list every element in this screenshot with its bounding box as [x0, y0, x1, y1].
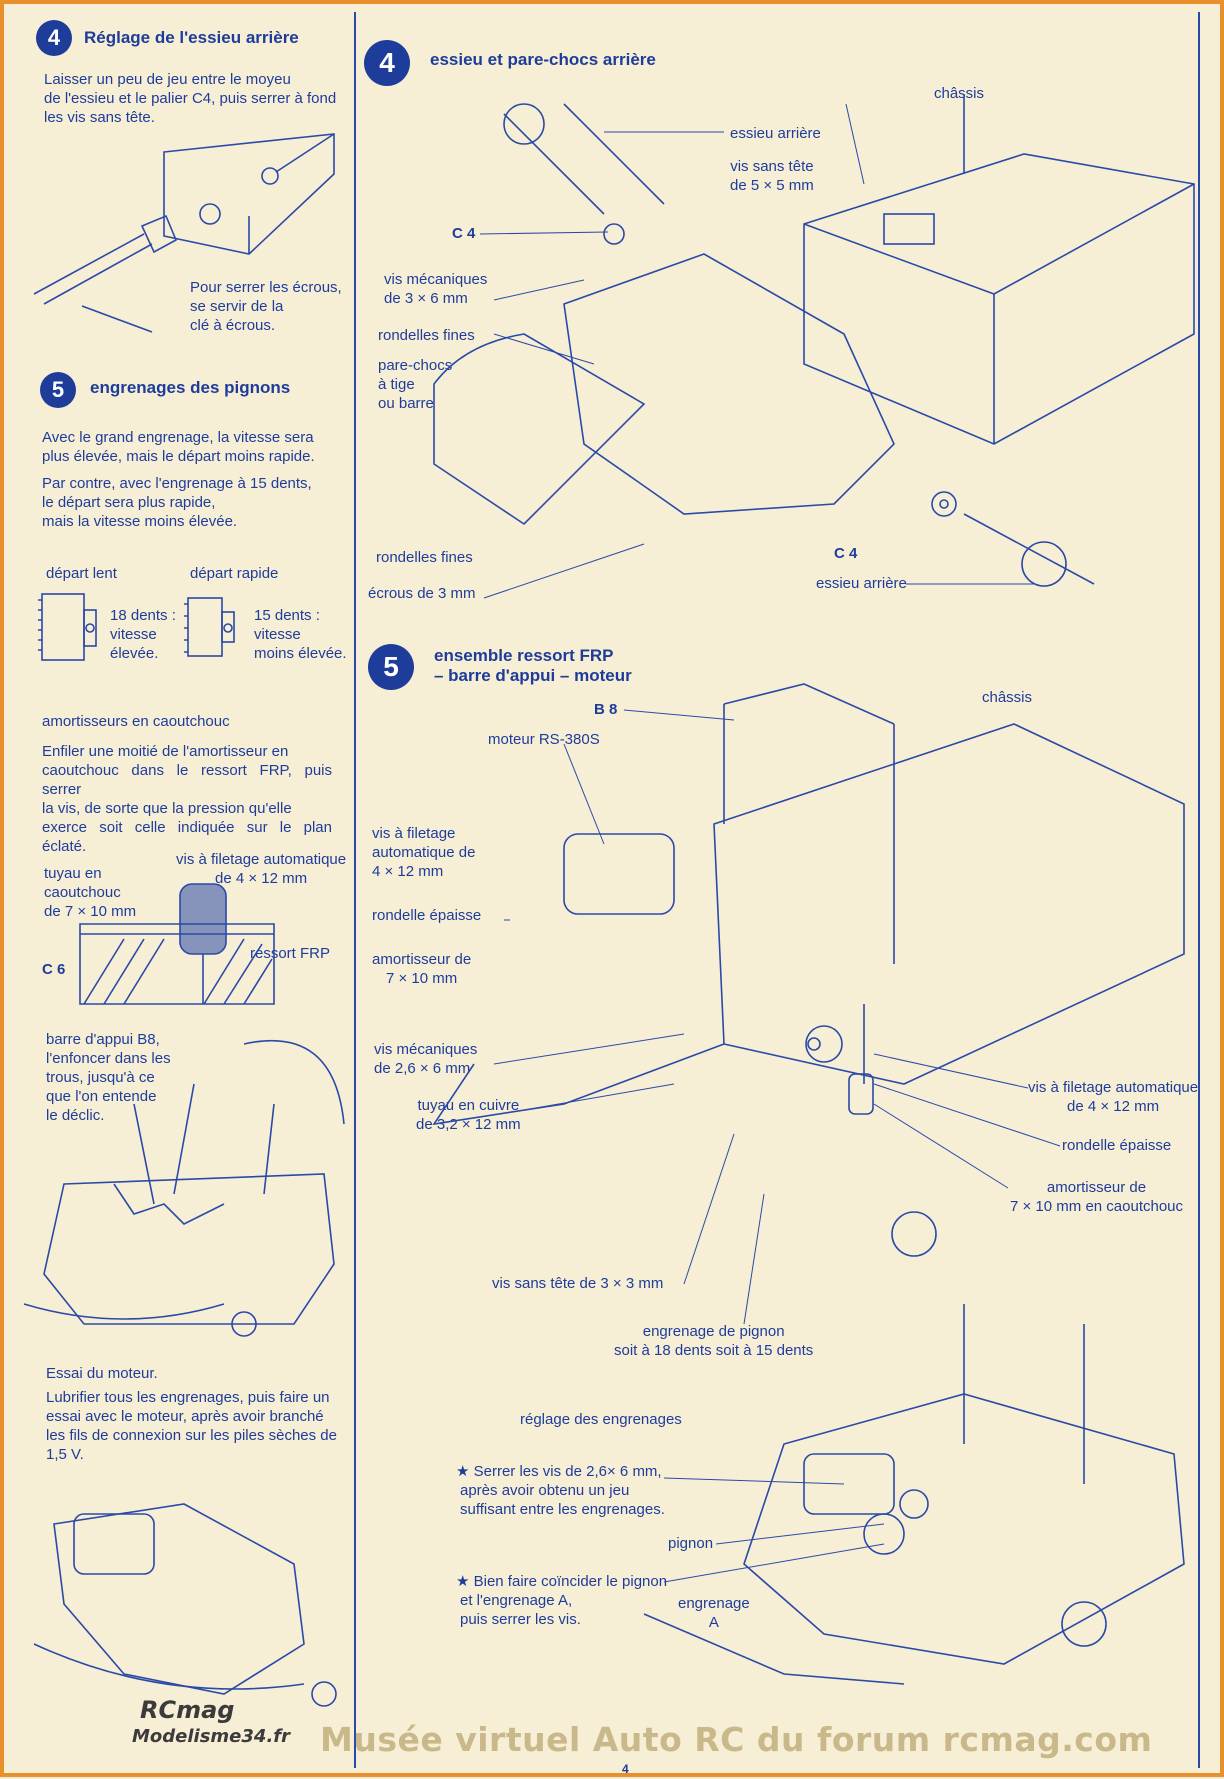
setscrew-3x3-label: vis sans tête de 3 × 3 mm	[492, 1275, 664, 1292]
gear-note-1: ★ Serrer les vis de 2,6× 6 mm,après avoi…	[456, 1463, 665, 1518]
rear-gearbox-drawing	[433, 103, 1095, 587]
gear-text-2: Par contre, avec l'engrenage à 15 dents,…	[42, 475, 312, 530]
step-4-badge: 4	[36, 20, 72, 56]
thin-washers-label-1: rondelles fines	[378, 327, 475, 344]
rcmag-logo: RCmag	[140, 1696, 235, 1724]
assembly-illustrations	[23, 94, 1195, 1707]
damper-title: amortisseurs en caoutchouc	[42, 713, 230, 730]
motor-test-body: Lubrifier tous les engrenages, puis fair…	[46, 1389, 337, 1463]
step-5-title: engrenages des pignons	[90, 378, 291, 397]
right-step-4-badge: 4	[364, 40, 410, 86]
gear-adjust-title: réglage des engrenages	[520, 1411, 682, 1428]
wrench-illustration	[33, 133, 335, 333]
c4-label-bottom: C 4	[834, 545, 858, 562]
motor-label: moteur RS-380S	[488, 731, 600, 748]
c6-label: C 6	[42, 961, 66, 978]
chassis-box-drawing	[803, 94, 1195, 445]
step-4-title: Réglage de l'essieu arrière	[84, 28, 299, 47]
rear-axle-label-bottom: essieu arrière	[816, 575, 907, 592]
gear-15-drawing	[184, 597, 235, 657]
frp-spring-label: ressort FRP	[250, 945, 331, 962]
motor-test-drawing	[33, 1503, 337, 1707]
right-step-4-title: essieu et pare-chocs arrière	[430, 50, 656, 69]
b8-insert-drawing	[23, 1039, 345, 1337]
right-step-5-badge: 5	[368, 644, 414, 690]
thin-washers-label-2: rondelles fines	[376, 549, 473, 566]
right-step-5-title: ensemble ressort FRP– barre d'appui – mo…	[434, 646, 632, 685]
thick-washer-label-left: rondelle épaisse	[372, 907, 482, 924]
chassis-label-2: châssis	[982, 689, 1033, 706]
column-divider	[354, 12, 356, 1768]
motor-test-title: Essai du moteur.	[46, 1365, 158, 1382]
leader-lines	[479, 103, 1061, 1583]
gear-adjust-drawing	[643, 1304, 1185, 1685]
slow-start-label: départ lent	[46, 565, 117, 582]
modelisme34-logo: Modelisme34.fr	[132, 1726, 290, 1747]
gear-text-1: Avec le grand engrenage, la vitesse sera…	[42, 429, 315, 465]
rear-axle-label-top: essieu arrière	[730, 125, 821, 142]
chassis-label-1: châssis	[934, 85, 985, 102]
chassis-motor-drawing	[432, 683, 1185, 1257]
watermark-text: Musée virtuel Auto RC du forum rcmag.com	[320, 1720, 1153, 1759]
damper-section	[79, 883, 275, 1005]
page-number: 4	[622, 1762, 629, 1776]
right-edge-rule	[1198, 12, 1200, 1768]
nuts-3mm-label: écrous de 3 mm	[368, 585, 476, 602]
thick-washer-label-right: rondelle épaisse	[1062, 1137, 1172, 1154]
pinion-label: pignon	[668, 1535, 714, 1552]
fast-start-label: départ rapide	[190, 565, 279, 582]
gear-18-drawing	[38, 593, 97, 661]
c4-label-top: C 4	[452, 225, 476, 242]
step-5-badge: 5	[40, 372, 76, 408]
b8-label: B 8	[594, 701, 618, 718]
